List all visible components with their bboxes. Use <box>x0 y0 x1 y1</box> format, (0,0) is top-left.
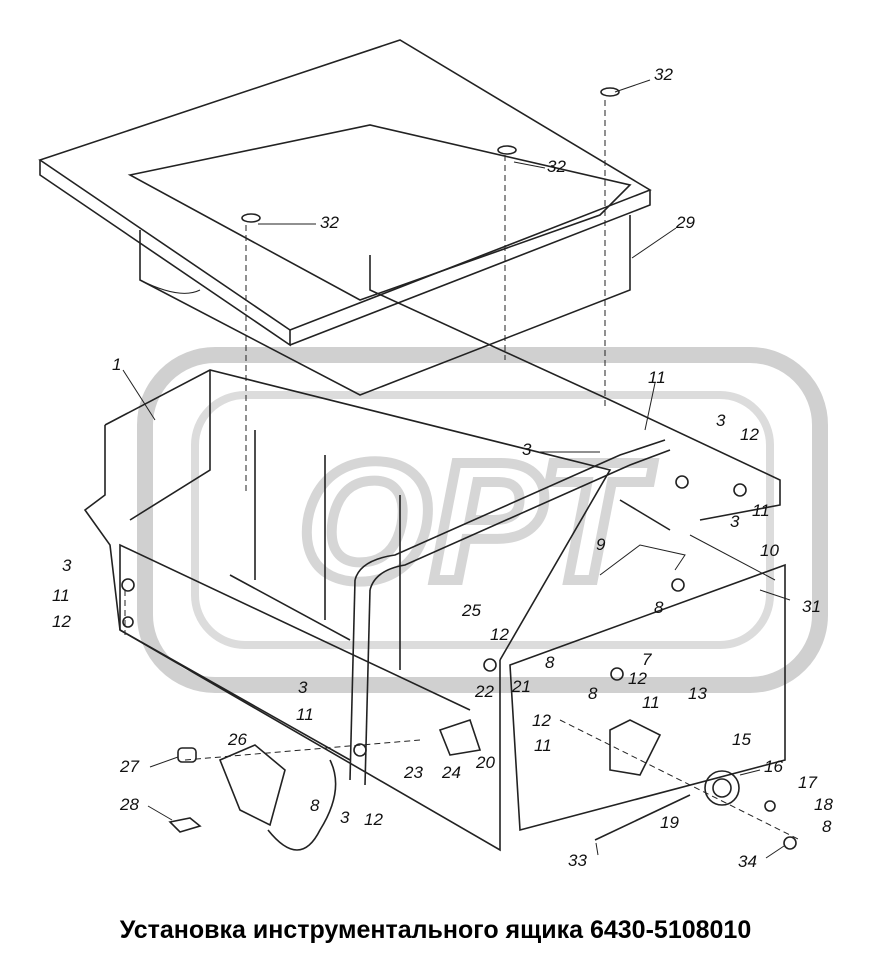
callout-3-f: 3 <box>340 808 350 827</box>
callout-3-d: 3 <box>62 556 72 575</box>
callout-3-c: 3 <box>730 512 740 531</box>
callout-8-c: 8 <box>588 684 598 703</box>
callout-24: 24 <box>441 763 461 782</box>
callout-12-e: 12 <box>532 711 551 730</box>
callout-21: 21 <box>511 677 531 696</box>
callout-7: 7 <box>642 650 652 669</box>
callout-16: 16 <box>764 757 783 776</box>
callout-12-a: 12 <box>740 425 759 444</box>
diagram-caption: Установка инструментального ящика 6430-5… <box>119 915 752 944</box>
callout-8-b: 8 <box>545 653 555 672</box>
callout-13: 13 <box>688 684 707 703</box>
callouts: 32 32 32 29 1 11 3 12 3 11 3 9 10 31 3 1… <box>52 65 833 871</box>
callout-3-a: 3 <box>716 411 726 430</box>
callout-11-d: 11 <box>642 693 660 712</box>
assembly-drawing: ОРТ <box>38 39 833 871</box>
callout-9: 9 <box>596 535 606 554</box>
callout-3-b: 3 <box>522 440 532 459</box>
callout-1: 1 <box>112 355 121 374</box>
callout-8-d: 8 <box>310 796 320 815</box>
callout-11-c: 11 <box>52 586 70 605</box>
lid-drawing <box>38 39 652 396</box>
callout-17: 17 <box>798 773 817 792</box>
callout-19: 19 <box>660 813 679 832</box>
callout-33: 33 <box>568 851 587 870</box>
callout-11-a: 11 <box>648 368 666 387</box>
callout-11-b: 11 <box>752 501 770 520</box>
callout-28: 28 <box>119 795 139 814</box>
box-body-drawing <box>83 255 781 852</box>
callout-29: 29 <box>675 213 695 232</box>
side-panel-drawing <box>509 534 786 832</box>
callout-8-a: 8 <box>654 598 664 617</box>
callout-25: 25 <box>461 601 481 620</box>
callout-12-d: 12 <box>628 669 647 688</box>
watermark-logo: ОРТ <box>137 347 828 693</box>
callout-12-c: 12 <box>490 625 509 644</box>
callout-27: 27 <box>119 757 139 776</box>
callout-23: 23 <box>403 763 423 782</box>
callout-12-f: 12 <box>364 810 383 829</box>
callout-8-e: 8 <box>822 817 832 836</box>
callout-18: 18 <box>814 795 833 814</box>
callout-32-b: 32 <box>547 157 566 176</box>
callout-34: 34 <box>738 852 757 871</box>
callout-11-f: 11 <box>296 705 314 724</box>
callout-12-b: 12 <box>52 612 71 631</box>
callout-22: 22 <box>474 682 494 701</box>
callout-20: 20 <box>475 753 495 772</box>
callout-3-e: 3 <box>298 678 308 697</box>
callout-32-c: 32 <box>320 213 339 232</box>
callout-26: 26 <box>227 730 247 749</box>
fastener-axes <box>124 100 801 841</box>
callout-15: 15 <box>732 730 751 749</box>
callout-32-a: 32 <box>654 65 673 84</box>
fasteners <box>121 87 797 851</box>
callout-10: 10 <box>760 541 779 560</box>
watermark-text: ОРТ <box>299 427 654 617</box>
callout-11-e: 11 <box>534 736 552 755</box>
callout-31: 31 <box>802 597 821 616</box>
